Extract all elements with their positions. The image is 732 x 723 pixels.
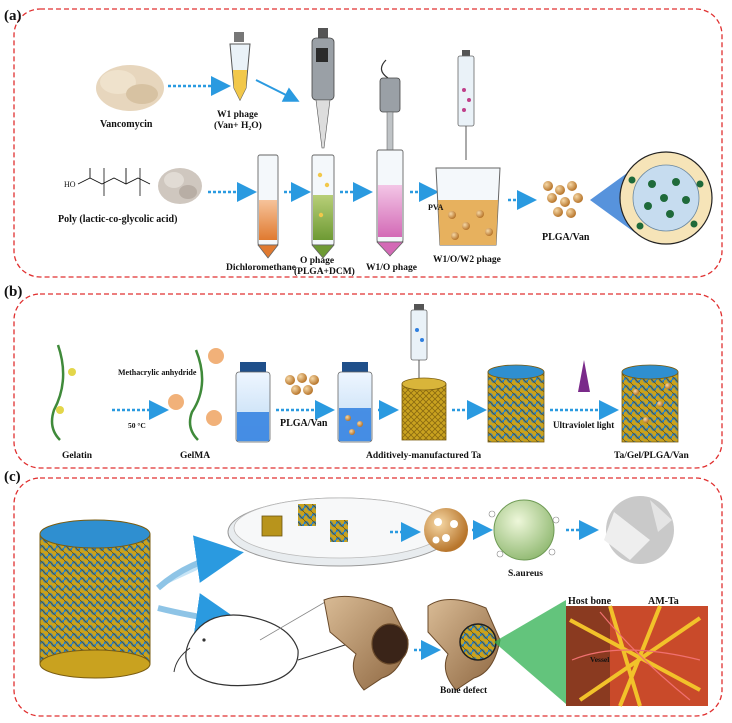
composite-vial — [337, 362, 373, 443]
bone-defect-label: Bone defect — [440, 686, 488, 696]
vancomycin-label: Vancomycin — [100, 119, 153, 130]
panel-b-letter: (b) — [4, 284, 22, 300]
w1o-phage-label: W1/O phage — [366, 263, 417, 273]
petri-dish — [227, 497, 453, 567]
o-phase-tube — [311, 154, 335, 259]
w1-phage-sub-label: (Van+ H₂O) — [214, 120, 262, 131]
dichloromethane-tube — [257, 154, 279, 259]
plga-van-b-label: PLGA/Van — [280, 418, 328, 429]
w1ow2-phage-label: W1/O/W2 phage — [433, 255, 501, 265]
plga-van-microspheres — [543, 181, 583, 218]
plga-van-microspheres-b — [285, 373, 319, 395]
w1-eppendorf-tube — [229, 32, 251, 102]
microsphere-cross-section — [619, 151, 713, 245]
composite-label: Ta/Gel/PLGA/Van — [614, 451, 690, 461]
additive-ta-scaffold — [401, 377, 447, 441]
vancomycin-powder — [96, 65, 164, 111]
methacrylic-anhydride-label: Methacrylic anhydride — [118, 368, 197, 377]
additive-ta-label: Additively-manufactured Ta — [366, 451, 481, 461]
am-ta-label: AM-Ta — [648, 596, 679, 607]
plga-name-label: Poly (lactic-co-glycolic acid) — [58, 214, 177, 225]
syringe — [457, 50, 475, 160]
rat-illustration — [173, 597, 361, 687]
host-bone-label: Host bone — [568, 596, 612, 607]
s-aureus-bacterium — [488, 499, 560, 561]
lysed-bacterium — [604, 496, 674, 564]
final-scaffold — [621, 364, 679, 443]
panel-c-letter: (c) — [4, 469, 21, 485]
gelatin-label: Gelatin — [62, 451, 93, 461]
vessel-label: Vessel — [590, 655, 609, 664]
pipette — [311, 28, 335, 149]
panel-c-frame — [13, 477, 723, 717]
w1o-phase-tube — [376, 149, 404, 257]
bone-ingrowth-zoom — [566, 605, 708, 707]
uv-light-icon — [578, 360, 590, 392]
arrow-w1-to-pipette — [255, 79, 300, 102]
gelma-vial — [235, 362, 271, 443]
large-scaffold — [39, 519, 151, 679]
syringe-b — [410, 304, 428, 380]
gelatin-chain — [50, 344, 76, 441]
zoom-cone-c — [494, 600, 566, 704]
panel-a-letter: (a) — [4, 8, 22, 24]
w1ow2-beaker — [435, 167, 501, 246]
panel-b-frame — [13, 293, 723, 469]
plga-chemical-structure: HO — [64, 168, 151, 196]
o-phage-label: O phage — [300, 256, 334, 266]
dichloromethane-label: Dichloromethane — [226, 263, 296, 273]
bone-defect-implanted — [427, 599, 501, 691]
pva-label: PVA — [428, 203, 444, 212]
svg-text:HO: HO — [64, 180, 76, 189]
uv-light-label: Ultraviolet light — [553, 420, 614, 430]
s-aureus-label: S.aureus — [508, 569, 543, 579]
coated-scaffold — [487, 364, 545, 443]
w1-phage-label: W1 phage — [217, 110, 258, 120]
femur-bone — [323, 595, 409, 691]
panel-a-frame — [13, 8, 723, 278]
drug-release-sphere — [424, 508, 468, 552]
gelma-chain — [168, 348, 224, 441]
plga-van-label: PLGA/Van — [542, 232, 590, 243]
temperature-label: 50 °C — [128, 421, 146, 430]
plga-powder — [158, 168, 202, 204]
gelma-label: GelMA — [180, 451, 210, 461]
arrow-to-petri — [156, 535, 244, 591]
o-phage-sub-label: (PLGA+DCM) — [294, 266, 355, 277]
